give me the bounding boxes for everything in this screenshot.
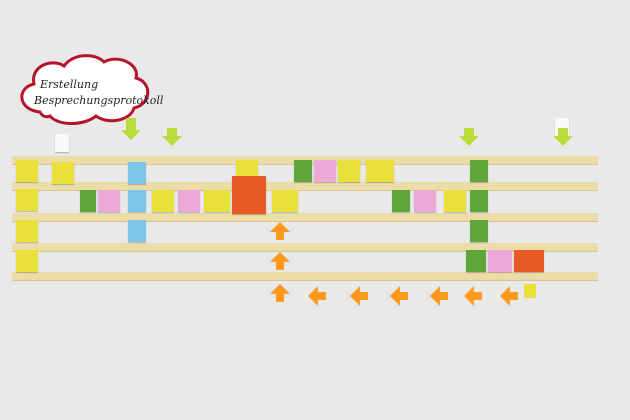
note <box>128 162 146 184</box>
note <box>80 190 96 212</box>
lane-tape-3 <box>12 213 598 221</box>
note <box>444 190 466 212</box>
cloud-icon <box>20 54 150 125</box>
arrow-down-icon <box>459 128 479 146</box>
note <box>52 162 74 184</box>
lane-header-note-3 <box>16 220 38 242</box>
note <box>294 160 312 182</box>
lane-header-note-4 <box>16 250 38 272</box>
event-card-1 <box>55 134 69 152</box>
lane-header-note-1 <box>16 160 38 182</box>
arrow-left-icon <box>500 286 518 306</box>
note <box>392 190 410 212</box>
note <box>414 190 436 212</box>
arrow-up-icon <box>270 252 290 270</box>
cloud-title-line1: Erstellung <box>39 78 98 91</box>
arrow-left-icon <box>464 286 482 306</box>
note <box>272 190 298 212</box>
cloud-title-line2: Besprechungsprotokoll <box>33 94 164 107</box>
arrow-left-icon <box>308 286 326 306</box>
lane-tape-4 <box>12 243 598 251</box>
note <box>178 190 200 212</box>
note <box>128 220 146 242</box>
note <box>466 250 486 272</box>
note <box>204 190 230 212</box>
lane-tape-5 <box>12 272 598 280</box>
note <box>488 250 512 272</box>
lane-header-note-2 <box>16 189 38 211</box>
arrow-down-icon <box>553 128 573 146</box>
arrow-down-icon <box>121 118 141 140</box>
arrow-up-icon <box>270 284 290 302</box>
lane-tape-2 <box>12 182 598 190</box>
arrow-down-icon <box>162 128 182 146</box>
note <box>338 160 360 182</box>
note <box>514 250 544 272</box>
note <box>128 190 146 212</box>
note <box>314 160 336 182</box>
arrow-left-icon <box>350 286 368 306</box>
note <box>470 220 488 242</box>
note <box>470 160 488 182</box>
note <box>152 190 174 212</box>
note-small-yellow <box>524 284 536 298</box>
note <box>366 160 394 182</box>
arrow-left-icon <box>390 286 408 306</box>
arrow-left-icon <box>430 286 448 306</box>
note <box>470 190 488 212</box>
arrow-up-icon <box>270 222 290 240</box>
note-orange-stack <box>232 176 266 214</box>
note <box>98 190 120 212</box>
